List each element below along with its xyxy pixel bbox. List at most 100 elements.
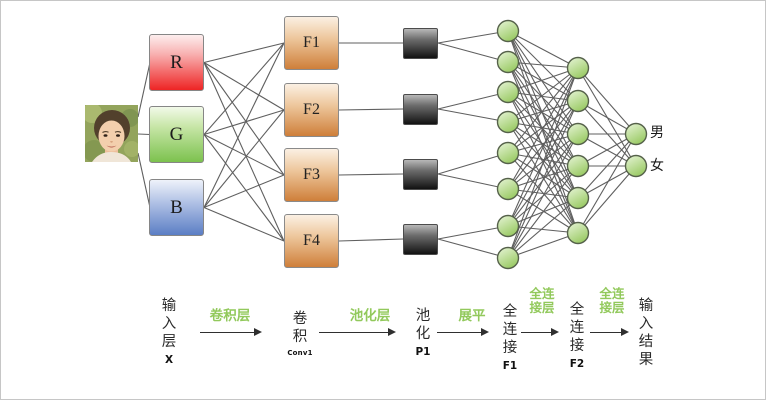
channel-b-label: B	[170, 196, 183, 218]
neuron	[624, 122, 648, 146]
stage-pool1-cn: 池化	[415, 308, 431, 342]
neuron	[496, 177, 520, 201]
stage-output-result: 输入结果	[632, 297, 660, 372]
stage-output-result-cn: 输入结果	[638, 298, 654, 368]
connection-line	[203, 206, 285, 242]
connection-line	[203, 42, 285, 64]
connection-line	[507, 67, 579, 93]
connection-line	[437, 108, 509, 123]
neuron	[496, 214, 520, 238]
stage-fc2-latin: F2	[569, 358, 585, 370]
stage-input-layer-cn: 输入层	[161, 298, 177, 350]
stage-conv1-latin: Conv1	[287, 349, 313, 357]
neuron	[496, 19, 520, 43]
connection-line	[507, 100, 579, 154]
connection-line	[203, 62, 285, 111]
connection-line	[577, 67, 637, 135]
connection-line	[437, 30, 509, 44]
connection-line	[338, 238, 404, 242]
flow-arrow-pool	[319, 327, 396, 336]
arrow-label-flatten: 展平	[458, 308, 486, 323]
connection-line	[507, 61, 579, 69]
filter-f4-box: F4	[284, 214, 339, 268]
connection-line	[507, 30, 579, 102]
connection-line	[507, 152, 579, 199]
connection-line	[507, 232, 579, 259]
filter-f3-label: F3	[303, 166, 320, 183]
arrow-label-pool-layer: 池化层	[349, 308, 391, 323]
connection-line	[338, 173, 404, 176]
connection-line	[507, 30, 579, 135]
neuron	[566, 221, 590, 245]
connection-line	[338, 108, 404, 111]
neuron	[496, 110, 520, 134]
stage-input-layer-latin: X	[164, 354, 174, 366]
stage-fc1-cn: 全连接	[502, 304, 518, 356]
neuron	[566, 56, 590, 80]
connection-line	[203, 109, 285, 208]
connection-line	[507, 100, 579, 123]
connection-line	[137, 133, 151, 136]
arrow-label-conv-layer: 卷积层	[209, 308, 251, 323]
output-label-male: 男	[650, 126, 664, 141]
flow-arrow-fc2	[590, 327, 629, 336]
connection-line	[507, 133, 579, 154]
connection-line	[437, 91, 509, 110]
connection-line	[507, 197, 579, 259]
neuron	[496, 80, 520, 104]
connection-line	[507, 67, 579, 259]
stage-pool1: 池化 P1	[409, 307, 437, 358]
filter-f3-box: F3	[284, 148, 339, 202]
connection-line	[577, 133, 637, 199]
pool-box-2	[403, 94, 438, 125]
woman-face-image	[82, 103, 140, 162]
pool-box-1	[403, 28, 438, 59]
connection-line	[203, 42, 285, 135]
connection-line	[137, 152, 151, 208]
connection-line	[507, 67, 579, 227]
channel-b-box: B	[149, 179, 204, 236]
flow-arrow-fc1	[521, 327, 559, 336]
connection-line	[507, 67, 579, 154]
connection-line	[437, 152, 509, 175]
connection-line	[507, 152, 579, 167]
filter-f2-label: F2	[303, 101, 320, 118]
flow-arrow-conv	[200, 327, 262, 336]
connection-line	[507, 100, 579, 259]
filter-f4-label: F4	[303, 232, 320, 249]
connection-line	[137, 62, 151, 118]
connection-line	[577, 165, 637, 234]
neuron	[566, 122, 590, 146]
connection-line	[577, 133, 637, 234]
filter-f1-label: F1	[303, 34, 320, 51]
connection-line	[437, 173, 509, 190]
stage-conv1: 卷积 Conv1	[286, 310, 314, 357]
channel-g-label: G	[169, 123, 184, 145]
arrow-label-fc-layer-2: 全连 接层	[599, 287, 625, 315]
stage-fc1-latin: F1	[502, 360, 518, 372]
connection-line	[507, 100, 579, 190]
input-photo	[82, 103, 140, 162]
connection-line	[203, 109, 285, 136]
arrow-label-fc-layer-1: 全连 接层	[529, 287, 555, 315]
connection-line	[203, 62, 285, 242]
connection-line	[507, 133, 579, 259]
connection-line	[203, 174, 285, 209]
neuron	[496, 141, 520, 165]
connection-line	[507, 67, 579, 123]
pool-box-4	[403, 224, 438, 255]
connection-line	[507, 188, 579, 234]
channel-r-box: R	[149, 34, 204, 91]
connection-line	[203, 62, 285, 176]
neuron	[496, 246, 520, 270]
neuron	[566, 89, 590, 113]
connection-line	[437, 225, 509, 240]
stage-input-layer: 输入层 X	[155, 297, 183, 366]
neuron	[624, 154, 648, 178]
neuron	[496, 50, 520, 74]
connection-line	[507, 165, 579, 190]
connection-line	[507, 30, 579, 69]
flow-arrow-flatten	[437, 327, 489, 336]
